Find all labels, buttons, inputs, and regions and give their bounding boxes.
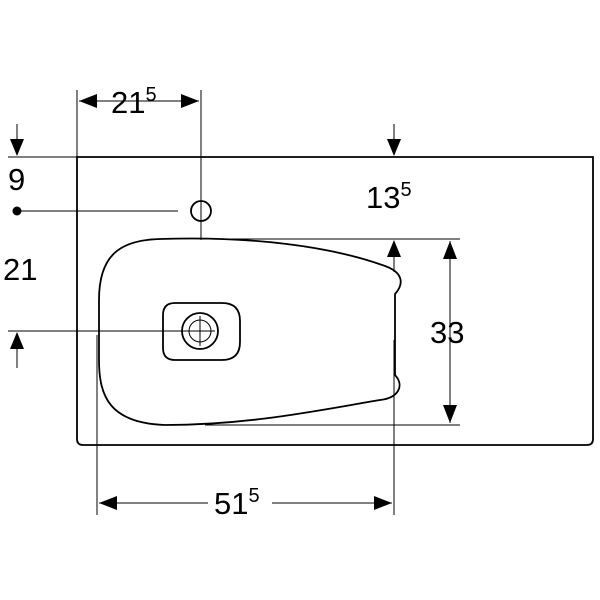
arrow-up-drain <box>10 332 24 349</box>
arrow-up-bowl-top <box>387 240 401 257</box>
arrow-down-bowl-depth <box>443 405 457 423</box>
arrow-left-bowl-width <box>99 496 117 510</box>
arrow-left <box>79 94 97 108</box>
arrow-down-rim <box>387 139 401 156</box>
label-tap-offset: 215 <box>111 84 157 120</box>
label-bowl-depth: 33 <box>430 315 464 350</box>
arrow-down-top-edge <box>10 139 24 156</box>
arrow-up-bowl-depth <box>443 241 457 259</box>
label-rim-to-bowl: 135 <box>366 179 412 215</box>
arrow-right <box>181 94 199 108</box>
basin-outline <box>76 156 594 446</box>
tap-reference-dot <box>12 206 22 216</box>
label-bowl-width: 515 <box>214 485 260 521</box>
bowl-outline <box>98 237 402 426</box>
label-top-edge: 9 <box>8 162 25 197</box>
drain-recess <box>162 302 241 361</box>
arrow-right-bowl-width <box>374 496 392 510</box>
label-tap-to-bowl: 21 <box>3 252 37 287</box>
